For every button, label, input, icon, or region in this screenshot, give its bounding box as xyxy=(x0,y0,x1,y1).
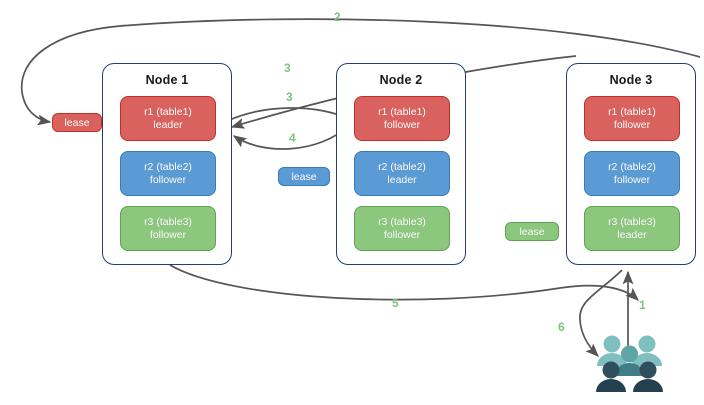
replica-line2: follower xyxy=(613,173,651,186)
replica-line1: r2 (table2) xyxy=(378,160,426,173)
replica-line1: r3 (table3) xyxy=(608,215,656,228)
lease-badge-red[interactable]: lease xyxy=(52,113,102,132)
edge-5-node1-to-node3 xyxy=(169,264,639,301)
node-card-1[interactable]: Node 1 r1 (table1) leader r2 (table2) fo… xyxy=(102,63,232,265)
step-label-3a: 3 xyxy=(284,61,291,75)
replica-line1: r1 (table1) xyxy=(608,105,656,118)
replica-node3-r3[interactable]: r3 (table3) leader xyxy=(584,206,680,251)
step-label-2: 2 xyxy=(334,10,341,24)
replica-line1: r1 (table1) xyxy=(378,105,426,118)
replica-node3-r2[interactable]: r2 (table2) follower xyxy=(584,151,680,196)
replica-node2-r1[interactable]: r1 (table1) follower xyxy=(354,96,450,141)
replica-line2: follower xyxy=(149,173,187,186)
replica-node2-r2[interactable]: r2 (table2) leader xyxy=(354,151,450,196)
node-title: Node 3 xyxy=(609,73,653,87)
replica-line2: leader xyxy=(617,228,647,241)
replica-line1: r3 (table3) xyxy=(144,215,192,228)
lease-badge-blue[interactable]: lease xyxy=(278,167,330,186)
lease-badge-green[interactable]: lease xyxy=(505,222,559,241)
node-card-3[interactable]: Node 3 r1 (table1) follower r2 (table2) … xyxy=(566,63,696,265)
replica-line1: r2 (table2) xyxy=(608,160,656,173)
replica-node1-r1[interactable]: r1 (table1) leader xyxy=(120,96,216,141)
replica-line2: follower xyxy=(383,118,421,131)
replica-node1-r2[interactable]: r2 (table2) follower xyxy=(120,151,216,196)
node-card-2[interactable]: Node 2 r1 (table1) follower r2 (table2) … xyxy=(336,63,466,265)
step-label-5: 5 xyxy=(392,296,399,310)
replica-line2: follower xyxy=(149,228,187,241)
replica-node2-r3[interactable]: r3 (table3) follower xyxy=(354,206,450,251)
step-label-6: 6 xyxy=(558,320,565,334)
node-title: Node 2 xyxy=(379,73,423,87)
replica-node3-r1[interactable]: r1 (table1) follower xyxy=(584,96,680,141)
replica-line2: leader xyxy=(387,173,417,186)
replica-line2: follower xyxy=(613,118,651,131)
step-label-1: 1 xyxy=(639,298,646,312)
step-label-4: 4 xyxy=(289,131,296,145)
replica-line2: leader xyxy=(153,118,183,131)
replica-node1-r3[interactable]: r3 (table3) follower xyxy=(120,206,216,251)
node-title: Node 1 xyxy=(145,73,189,87)
replica-line1: r2 (table2) xyxy=(144,160,192,173)
users-group-icon[interactable] xyxy=(590,332,670,394)
replica-line2: follower xyxy=(383,228,421,241)
replica-line1: r1 (table1) xyxy=(144,105,192,118)
replica-line1: r3 (table3) xyxy=(378,215,426,228)
edge-3-node1r1-to-node2r1 xyxy=(226,107,352,122)
step-label-3b: 3 xyxy=(286,90,293,104)
